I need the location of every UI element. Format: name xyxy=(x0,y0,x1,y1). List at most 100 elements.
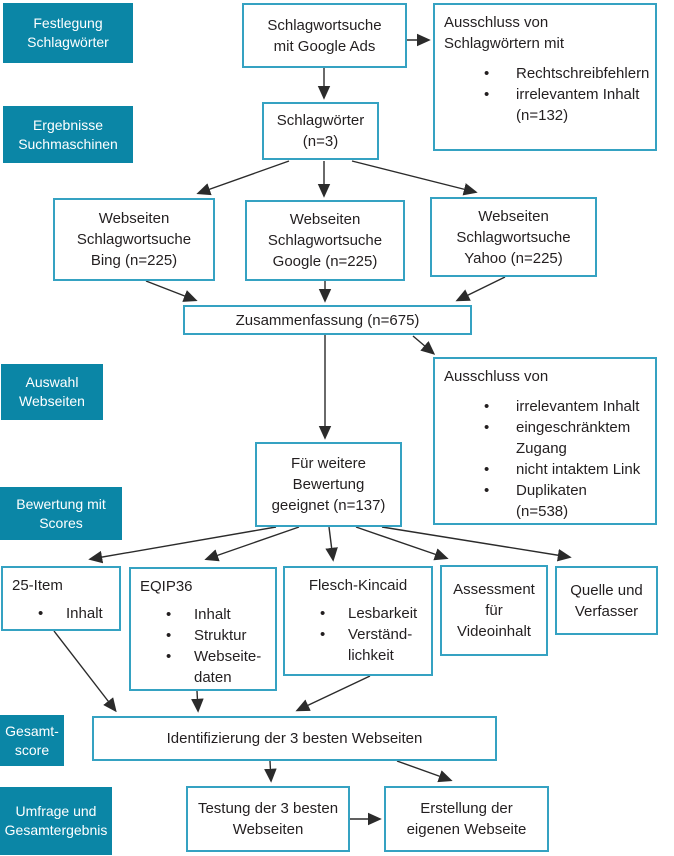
stage-bewertung-scores: Bewertung mit Scores xyxy=(0,487,122,540)
stage-label-line: Gesamtergebnis xyxy=(4,822,108,838)
bullet-list: Inhalt Struktur Webseite-daten xyxy=(166,604,266,688)
stage-label-line: Umfrage und xyxy=(15,803,97,819)
bullet-item: eingeschränktem Zugang xyxy=(484,417,646,459)
node-erstellung: Erstellung der eigenen Webseite xyxy=(384,786,549,852)
stage-label-line: Suchmaschinen xyxy=(18,135,118,152)
node-text-line: Schlagwortsuche xyxy=(267,16,382,34)
bullet-item: Rechtschreibfehlern xyxy=(484,63,650,84)
node-text-line: Schlagwortsuche xyxy=(456,228,571,246)
bullet-item: Inhalt xyxy=(38,603,110,624)
node-eqip36: EQIP36 Inhalt Struktur Webseite-daten xyxy=(129,567,277,691)
node-fuer-weitere-bewertung: Für weitere Bewertung geeignet (n=137) xyxy=(255,442,402,527)
stage-label-line: Auswahl xyxy=(25,374,79,390)
node-text-line: geeignet (n=137) xyxy=(271,497,386,514)
bullet-text: Rechtschreibfehlern xyxy=(516,65,650,82)
stage-label-line: Gesamt- xyxy=(5,722,59,739)
stage-label-line: Scores xyxy=(39,514,83,531)
node-text-line: Assessment xyxy=(453,581,535,598)
node-webseiten-google: Webseiten Schlagwortsuche Google (n=225) xyxy=(245,200,405,281)
stage-label-line: Ergebnisse xyxy=(32,116,104,133)
node-text-line: Schlagwortsuche xyxy=(267,232,383,249)
node-flesch-kincaid: Flesch-Kincaid Lesbarkeit Verständ-lichk… xyxy=(283,566,433,676)
bullet-item: Duplikaten(n=538) xyxy=(484,480,646,522)
node-text-line: Bewertung xyxy=(292,476,365,493)
node-text-line: Bing (n=225) xyxy=(90,252,178,269)
node-quelle-verfasser: Quelle und Verfasser xyxy=(555,566,658,635)
bullet-list: irrelevantem Inhalt eingeschränktem Zuga… xyxy=(484,396,646,522)
node-title-line: Ausschluss von xyxy=(444,368,549,385)
arrow xyxy=(412,335,436,355)
bullet-item: Inhalt xyxy=(166,604,266,625)
node-zusammenfassung: Zusammenfassung (n=675) xyxy=(183,305,472,335)
node-text-line: Quelle und xyxy=(570,581,643,599)
arrow xyxy=(381,526,572,562)
bullet-item: Webseite-daten xyxy=(166,646,266,688)
node-text-line: Webseiten xyxy=(478,207,549,225)
node-testung: Testung der 3 besten Webseiten xyxy=(186,786,350,852)
stage-auswahl-webseiten: Auswahl Webseiten xyxy=(1,364,103,420)
node-text-line: Identifizierung der 3 besten Webseiten xyxy=(166,730,423,747)
node-text-line: Schlagwortsuche xyxy=(76,231,192,248)
bullet-item: nicht intaktem Link xyxy=(484,459,646,480)
node-ausschluss-webseiten: Ausschluss von irrelevantem Inhalt einge… xyxy=(433,357,657,525)
node-text-line: eigenen Webseite xyxy=(406,821,527,838)
arrow xyxy=(191,690,204,713)
node-ausschluss-schlagwoerter: Ausschluss von Schlagwörtern mit Rechtsc… xyxy=(433,3,657,151)
arrow xyxy=(455,276,506,302)
bullet-text: Inhalt xyxy=(194,606,231,623)
node-title-line: Ausschluss von xyxy=(444,14,549,31)
bullet-text: Lesbarkeit xyxy=(348,605,418,622)
bullet-list: Lesbarkeit Verständ-lichkeit xyxy=(320,603,422,666)
bullet-item: irrelevantem Inhalt xyxy=(484,396,646,417)
stage-umfrage-gesamtergebnis: Umfrage und Gesamtergebnis xyxy=(0,787,112,855)
node-text-line: Videoinhalt xyxy=(457,623,531,640)
bullet-text: Struktur xyxy=(194,627,247,644)
node-text-line: Erstellung der xyxy=(420,800,513,817)
node-text-line: Webseiten xyxy=(98,210,170,227)
bullet-list: Inhalt xyxy=(38,603,110,624)
node-text-line: Verfasser xyxy=(574,602,639,620)
stage-label-line: Webseiten xyxy=(19,393,85,409)
node-text-line: für xyxy=(485,602,503,619)
stage-label-line: Bewertung mit xyxy=(16,495,106,512)
arrow xyxy=(355,526,449,561)
bullet-list: Rechtschreibfehlern irrelevantem Inhalt(… xyxy=(484,63,650,126)
node-title-line: EQIP36 xyxy=(140,578,193,595)
node-text-line: mit Google Ads xyxy=(273,37,376,55)
stage-label-line: score xyxy=(14,741,50,758)
node-text-line: Testung der 3 besten xyxy=(197,800,339,817)
node-webseiten-yahoo: Webseiten Schlagwortsuche Yahoo (n=225) xyxy=(430,197,597,277)
node-title-line: 25-Item xyxy=(12,577,63,594)
node-text-line: Yahoo (n=225) xyxy=(464,249,563,267)
arrow xyxy=(351,160,478,196)
node-text-line: Schlagwörter xyxy=(276,112,365,129)
arrow xyxy=(145,280,198,302)
arrow xyxy=(396,760,453,783)
stage-ergebnisse-suchmaschinen: Ergebnisse Suchmaschinen xyxy=(3,106,133,163)
node-identifizierung: Identifizierung der 3 besten Webseiten xyxy=(92,716,497,761)
bullet-item: irrelevantem Inhalt(n=132) xyxy=(484,84,646,126)
node-text-line: (n=3) xyxy=(302,133,339,150)
node-webseiten-bing: Webseiten Schlagwortsuche Bing (n=225) xyxy=(53,198,215,281)
arrow xyxy=(196,160,290,196)
stage-festlegung-schlagwoerter: Festlegung Schlagwörter xyxy=(3,3,133,63)
node-text-line: Google (n=225) xyxy=(272,253,378,270)
bullet-text: nicht intaktem Link xyxy=(516,461,641,478)
stage-label-line: Festlegung xyxy=(33,15,103,31)
node-text-line: Webseiten xyxy=(289,211,361,228)
bullet-item: Struktur xyxy=(166,625,266,646)
bullet-text: Inhalt xyxy=(66,605,103,622)
stage-gesamtscore: Gesamt- score xyxy=(0,715,64,766)
bullet-text: Verständ-lichkeit xyxy=(348,626,413,664)
bullet-text: irrelevantem Inhalt xyxy=(516,86,640,103)
arrow xyxy=(53,630,117,713)
node-assessment-videoinhalt: Assessment für Videoinhalt xyxy=(440,565,548,656)
node-title-line: Flesch-Kincaid xyxy=(308,577,408,594)
node-title-line: Schlagwörtern mit xyxy=(444,35,565,52)
bullet-text: eingeschränktem Zugang xyxy=(516,419,631,457)
arrow xyxy=(295,675,371,712)
arrow xyxy=(264,760,277,783)
bullet-text: Webseite-daten xyxy=(194,648,262,686)
count-note: (n=538) xyxy=(516,503,569,520)
node-text-line: Webseiten xyxy=(232,821,304,838)
